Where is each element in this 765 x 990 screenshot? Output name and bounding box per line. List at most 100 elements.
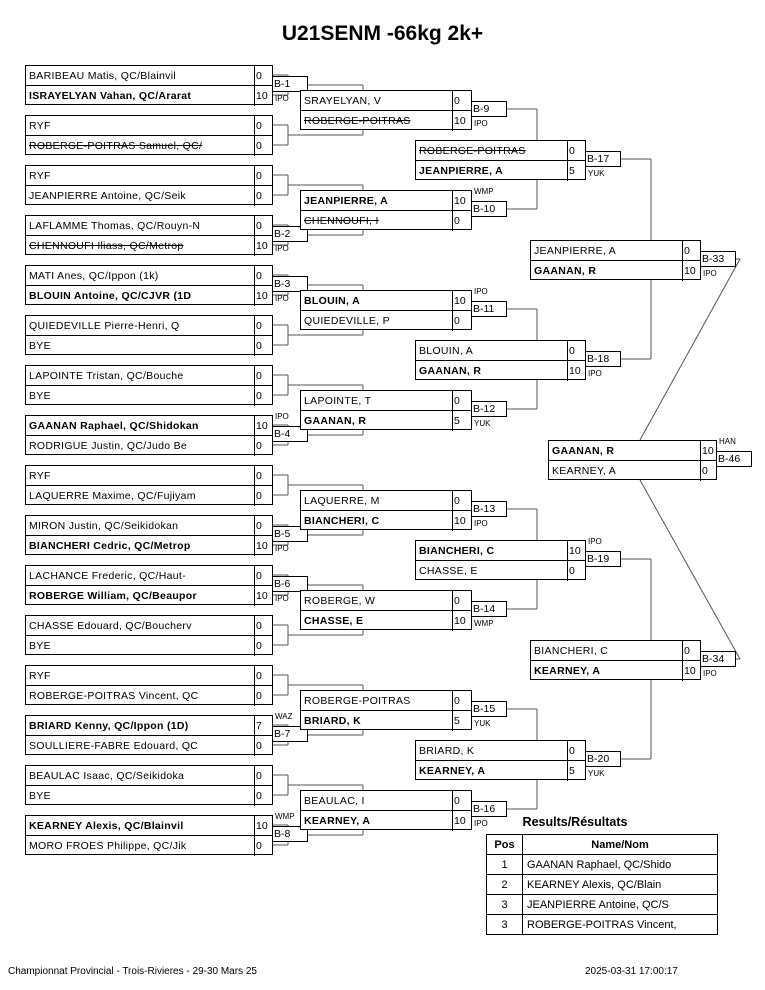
competitor-name[interactable]: BYE: [29, 390, 51, 402]
competitor-name[interactable]: GAANAN, R: [534, 265, 597, 277]
competitor-name[interactable]: GAANAN, R: [552, 445, 615, 457]
competitor-name[interactable]: BYE: [29, 340, 51, 352]
competitor-name[interactable]: CHASSE Edouard, QC/Boucherv: [29, 620, 192, 632]
competitor-name[interactable]: CHENNOUFI Iliass, QC/Metrop: [29, 240, 184, 252]
competitor-name[interactable]: BIANCHERI, C: [304, 515, 380, 527]
competitor-name[interactable]: BARIBEAU Matis, QC/Blainvil: [29, 70, 176, 82]
competitor-name[interactable]: GAANAN, R: [304, 415, 367, 427]
competitor-name[interactable]: ROBERGE-POITRAS Vincent, QC: [29, 690, 199, 702]
competitor-name[interactable]: MORO FROES Philippe, QC/Jik: [29, 840, 187, 852]
competitor-name[interactable]: KEARNEY, A: [534, 665, 601, 677]
competitor-name[interactable]: RYF: [29, 670, 51, 682]
competitor-name[interactable]: CHASSE, E: [419, 565, 478, 577]
competitor-name[interactable]: ROBERGE-POITRAS: [304, 695, 411, 707]
competitor-name[interactable]: GAANAN Raphael, QC/Shidokan: [29, 420, 199, 432]
competitor-name[interactable]: SOULLIERE-FABRE Edouard, QC: [29, 740, 199, 752]
competitor-name[interactable]: BIANCHERI, C: [534, 645, 609, 657]
competitor-name[interactable]: BIANCHERI, C: [419, 545, 495, 557]
competitor-name[interactable]: BRIARD, K: [304, 715, 361, 727]
competitor-name[interactable]: KEARNEY Alexis, QC/Blainvil: [29, 820, 184, 832]
competitor-name[interactable]: LAQUERRE, M: [304, 495, 380, 507]
competitor-name[interactable]: ROBERGE-POITRAS: [304, 115, 411, 127]
competitor-name[interactable]: JEANPIERRE, A: [419, 165, 504, 177]
competitor-name[interactable]: ROBERGE, W: [304, 595, 376, 607]
match-label: B-12: [471, 401, 507, 417]
competitor-name[interactable]: BIANCHERI Cedric, QC/Metrop: [29, 540, 191, 552]
win-type: IPO: [275, 594, 289, 603]
competitor-name[interactable]: SRAYELYAN, V: [304, 95, 382, 107]
competitor-name[interactable]: LAPOINTE Tristan, QC/Bouche: [29, 370, 184, 382]
competitor-name[interactable]: KEARNEY, A: [419, 765, 486, 777]
competitor-name[interactable]: BRIARD Kenny, QC/Ippon (1D): [29, 720, 189, 732]
competitor-name[interactable]: RYF: [29, 170, 51, 182]
competitor-score: 0: [254, 316, 274, 336]
competitor-name[interactable]: LACHANCE Frederic, QC/Haut-: [29, 570, 186, 582]
competitor-name[interactable]: JEANPIERRE Antoine, QC/Seik: [29, 190, 186, 202]
competitor-name[interactable]: KEARNEY, A: [552, 465, 617, 477]
competitor-name[interactable]: BEAULAC, I: [304, 795, 365, 807]
competitor-name[interactable]: ROBERGE William, QC/Beaupor: [29, 590, 197, 602]
competitor-name[interactable]: CHENNOUFI, I: [304, 215, 379, 227]
competitor-name[interactable]: BYE: [29, 640, 51, 652]
competitor-name[interactable]: LAFLAMME Thomas, QC/Rouyn-N: [29, 220, 201, 232]
competitor-name[interactable]: BYE: [29, 790, 51, 802]
competitor-name[interactable]: JEANPIERRE, A: [534, 245, 617, 257]
competitor-name[interactable]: LAQUERRE Maxime, QC/Fujiyam: [29, 490, 196, 502]
competitor-name[interactable]: KEARNEY, A: [304, 815, 371, 827]
competitor-name[interactable]: JEANPIERRE, A: [304, 195, 389, 207]
competitor-name[interactable]: RYF: [29, 120, 51, 132]
competitor-name[interactable]: QUIEDEVILLE Pierre-Henri, Q: [29, 320, 180, 332]
competitor-name[interactable]: GAANAN, R: [419, 365, 482, 377]
competitor-name[interactable]: RYF: [29, 470, 51, 482]
competitor-score: 0: [254, 786, 274, 806]
competitor-name[interactable]: CHASSE, E: [304, 615, 364, 627]
competitor-name[interactable]: BLOUIN, A: [304, 295, 360, 307]
competitor-name[interactable]: BLOUIN Antoine, QC/CJVR (1D: [29, 290, 192, 302]
competitor-name[interactable]: ROBERGE-POITRAS: [419, 145, 526, 157]
competitor-name[interactable]: QUIEDEVILLE, P: [304, 315, 390, 327]
competitor-name[interactable]: MIRON Justin, QC/Seikidokan: [29, 520, 179, 532]
competitor-name[interactable]: BEAULAC Isaac, QC/Seikidoka: [29, 770, 185, 782]
competitor-name[interactable]: ISRAYELYAN Vahan, QC/Ararat: [29, 90, 192, 102]
page-title: U21SENM -66kg 2k+: [281, 22, 484, 45]
competitor-name[interactable]: LAPOINTE, T: [304, 395, 372, 407]
competitor-name[interactable]: ROBERGE-POITRAS Samuel, QC/: [29, 140, 203, 152]
competitor-name[interactable]: RODRIGUE Justin, QC/Judo Be: [29, 440, 188, 452]
competitor-name[interactable]: BLOUIN, A: [419, 345, 474, 357]
competitor-name[interactable]: BRIARD, K: [419, 745, 475, 757]
competitor-name[interactable]: MATI Anes, QC/Ippon (1k): [29, 270, 159, 282]
win-type: IPO: [588, 537, 602, 546]
